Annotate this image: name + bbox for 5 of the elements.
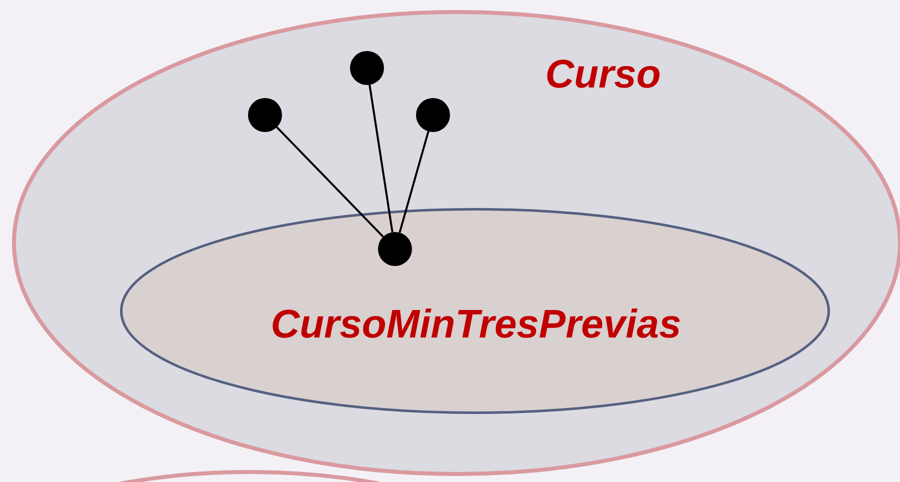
connector-line (398, 131, 430, 233)
set-label: CursoMinTresPrevias (270, 302, 682, 348)
set-label: Curso (545, 52, 661, 98)
connector-line (276, 126, 384, 238)
connector-line (368, 84, 394, 232)
